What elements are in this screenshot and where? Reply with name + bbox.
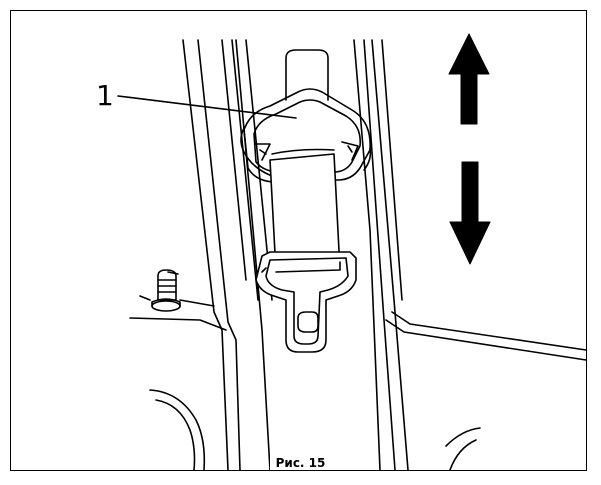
arrow-up-icon: [448, 33, 490, 125]
anchor-bolt: [151, 269, 181, 312]
figure-frame: [10, 10, 587, 471]
guide-rod: [285, 49, 329, 101]
pillar-trim: [182, 39, 587, 471]
callout-number: 1: [96, 79, 114, 112]
callout-leader: [117, 95, 297, 119]
figure-caption-text: Рис. 15: [269, 456, 332, 470]
lower-bracket: [255, 251, 357, 353]
body-panel: [129, 295, 481, 471]
arrow-down-icon: [449, 161, 491, 265]
figure-caption: Рис. 15: [0, 456, 601, 470]
